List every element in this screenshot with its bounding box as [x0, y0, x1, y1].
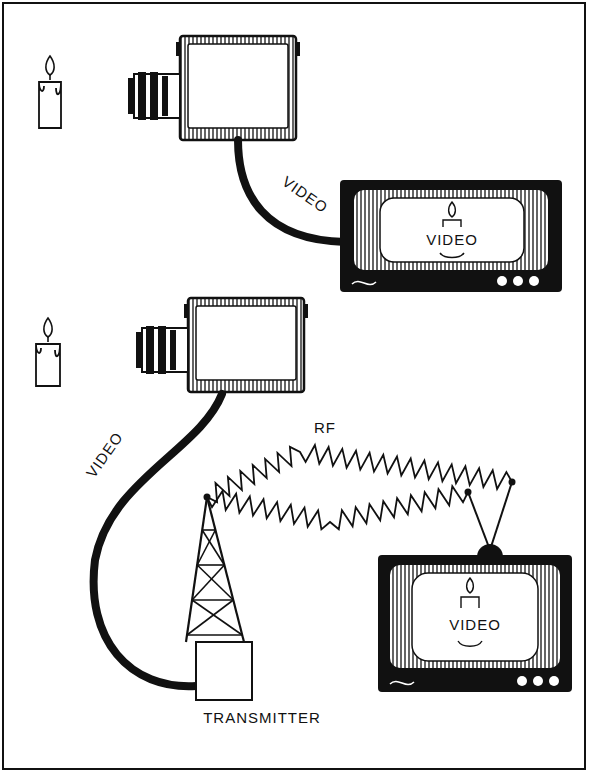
candle-body	[39, 82, 61, 128]
tv-set	[378, 479, 572, 693]
camera-body	[180, 36, 296, 140]
tv-set	[340, 180, 562, 292]
tv-body	[340, 180, 562, 292]
candle-flame	[44, 318, 52, 337]
candle-wick	[49, 75, 51, 80]
lens-front	[128, 78, 134, 114]
cable-label: VIDEO	[279, 173, 331, 216]
candle-base	[458, 641, 482, 646]
tower-bar	[202, 529, 215, 531]
tv-knob	[517, 676, 527, 686]
candle	[39, 56, 61, 128]
rf-wave	[207, 445, 512, 502]
candle-flame	[449, 202, 456, 217]
candle-flame	[46, 56, 54, 75]
lens-ring	[158, 326, 166, 374]
lens-front	[136, 332, 142, 368]
candle-base	[440, 253, 464, 258]
tv-screen-center	[380, 198, 524, 262]
tower-brace	[187, 600, 233, 635]
lens-ring	[150, 72, 158, 120]
tower-leg	[207, 497, 244, 642]
lens-ring	[170, 330, 176, 370]
transmitter-label: TRANSMITTER	[203, 710, 321, 727]
candle	[36, 318, 60, 386]
camera-body	[188, 298, 304, 392]
candle-flame	[467, 578, 474, 593]
tv-set: VIDEO	[378, 482, 572, 692]
page-frame	[3, 3, 585, 769]
video-cable	[238, 140, 345, 242]
tv-knob	[529, 276, 539, 286]
candle-body	[461, 597, 479, 608]
rf-wave	[207, 486, 468, 529]
tv-knob	[497, 276, 507, 286]
antenna-rod	[468, 492, 490, 550]
video-camera	[128, 36, 300, 140]
tower-bar	[187, 634, 242, 636]
tv-screen-text: VIDEO	[449, 617, 501, 634]
tv-grille	[352, 281, 376, 284]
tv-knob	[513, 276, 523, 286]
transmitter-tower	[186, 494, 252, 701]
camera-panel	[196, 306, 296, 380]
tv-screen	[354, 190, 548, 270]
transmitter-box	[196, 642, 252, 700]
candle-body	[443, 220, 461, 227]
tower-brace	[197, 565, 233, 600]
tv-screen	[390, 565, 560, 668]
lens-ring	[146, 326, 154, 374]
camera-panel	[188, 44, 288, 128]
lens-ring	[162, 76, 168, 116]
tv-grille	[390, 681, 414, 684]
tower-bar	[197, 564, 224, 566]
tower-brace	[192, 565, 224, 600]
tower-bar	[192, 599, 233, 601]
candle-body	[36, 344, 60, 386]
lens-ring	[138, 72, 146, 120]
tv-knob	[533, 676, 543, 686]
transmitter: TRANSMITTER	[178, 497, 348, 732]
candle-wick	[47, 337, 49, 342]
cable-label: VIDEO	[83, 429, 126, 481]
rf-signal	[207, 445, 512, 529]
tv-screen-text: VIDEO	[426, 232, 478, 249]
tower-brace	[197, 530, 215, 565]
tv-knob	[549, 676, 559, 686]
tv-set: VIDEO	[340, 180, 562, 292]
tower-leg	[186, 497, 207, 642]
video-camera	[136, 298, 308, 392]
tv-screen-center	[412, 573, 538, 661]
tv-body	[378, 555, 572, 692]
signal-label: RF	[311, 419, 339, 438]
tower-brace	[192, 600, 242, 635]
antenna-rod	[490, 482, 512, 550]
